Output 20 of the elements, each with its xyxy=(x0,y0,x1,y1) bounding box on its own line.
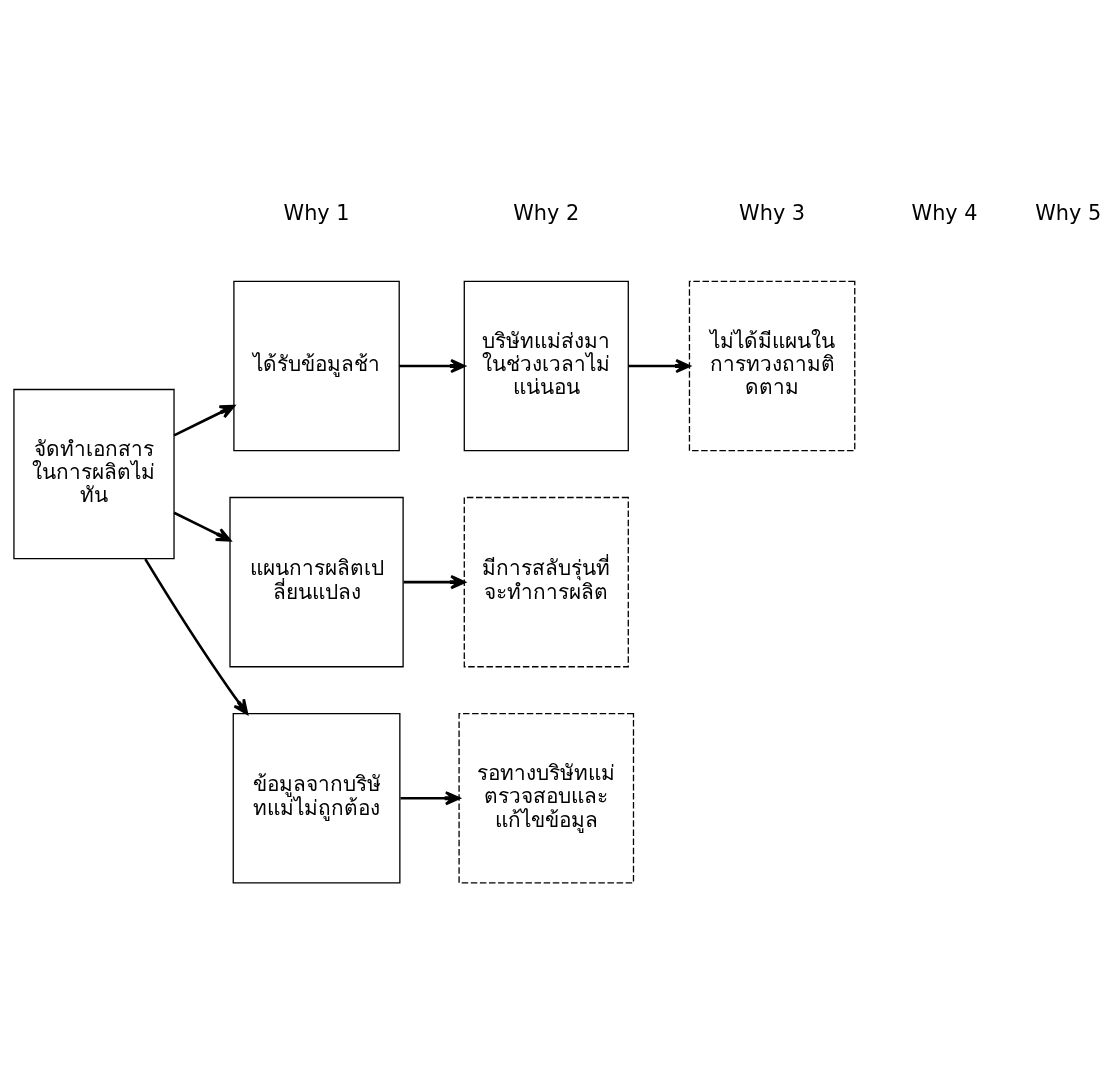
arrow xyxy=(173,511,232,542)
node-box: จัดทำเอกสารในการผลิตไม่ทัน xyxy=(13,388,175,560)
arrow xyxy=(400,791,461,806)
node-box: ข้อมูลจากบริษัทแม่ไม่ถูกต้อง xyxy=(232,712,401,884)
node-box: แผนการผลิตเปลี่ยนแปลง xyxy=(229,496,404,668)
node-box: มีการสลับรุ่นที่จะทำการผลิต xyxy=(463,496,629,668)
arrow xyxy=(628,358,691,374)
arrow xyxy=(144,558,249,715)
label: Why 4 xyxy=(911,201,978,226)
label: Why 5 xyxy=(1035,201,1102,226)
node-box: บริษัทแม่ส่งมาในช่วงเวลาไม่แน่นอน xyxy=(463,280,629,452)
node-box: รอทางบริษัทแม่ตรวจสอบและแก้ไขข้อมูล xyxy=(458,712,635,884)
label: Why 2 xyxy=(513,201,580,226)
label: Why 3 xyxy=(739,201,806,226)
node-box: ได้รับข้อมูลช้า xyxy=(233,280,400,452)
label: Why 1 xyxy=(283,201,350,226)
arrow xyxy=(403,574,466,590)
arrow xyxy=(173,404,235,437)
node-box: ไม่ได้มีแผนในการทวงถามติดตาม xyxy=(688,280,856,452)
arrow xyxy=(399,358,466,374)
